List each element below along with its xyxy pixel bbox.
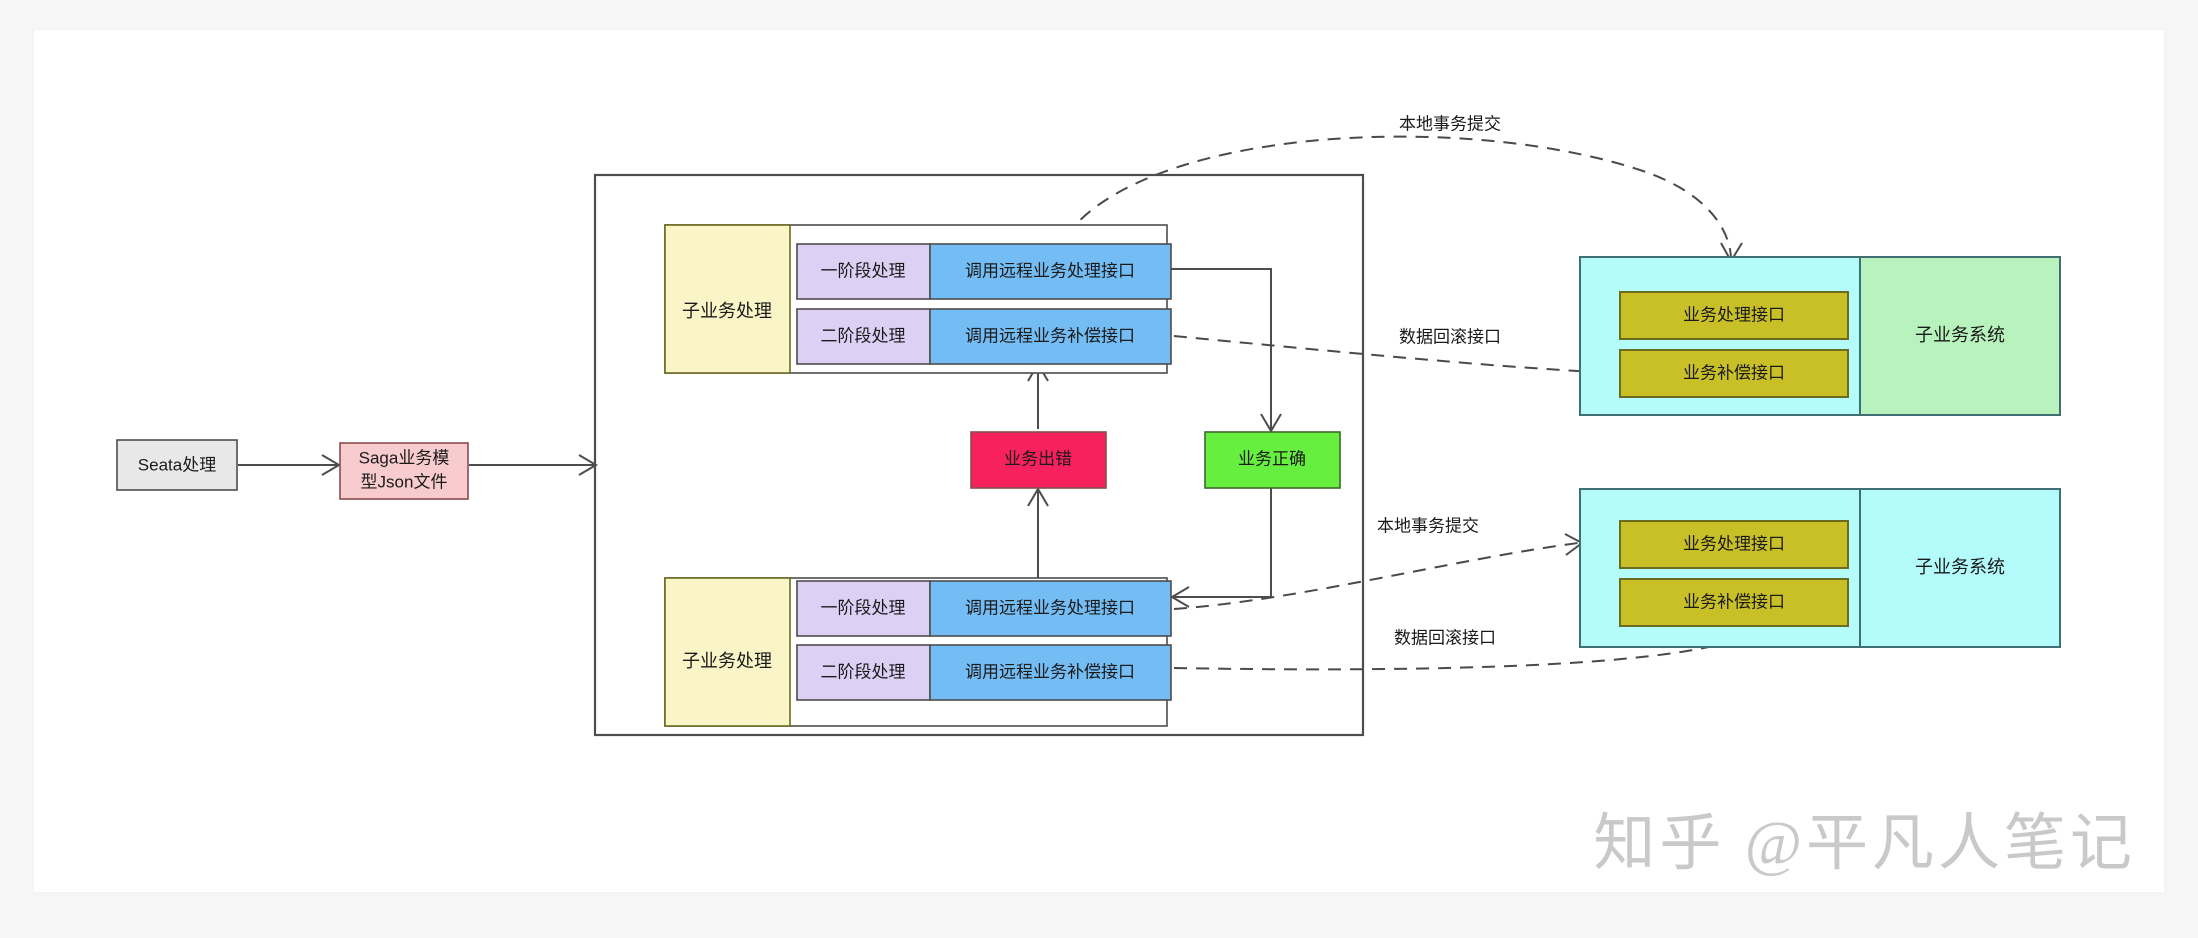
diagram-canvas xyxy=(34,30,2164,892)
zhihu-watermark: 知乎 @平凡人笔记 xyxy=(1593,810,2136,878)
